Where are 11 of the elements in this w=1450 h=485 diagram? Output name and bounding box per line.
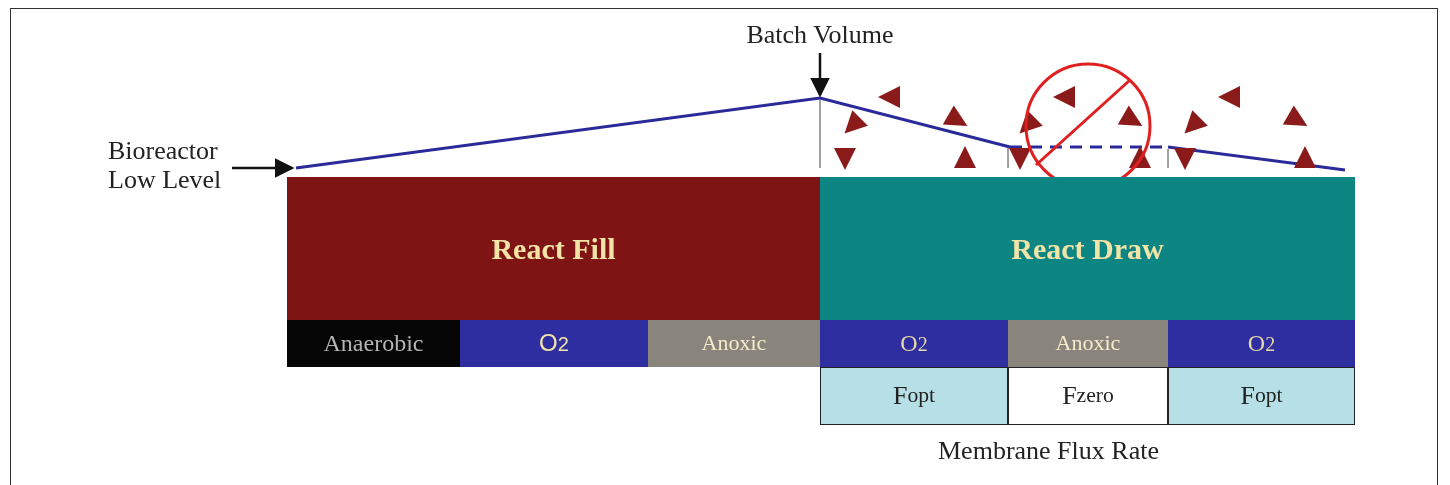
condition-cell: Anoxic [1008, 320, 1168, 367]
arrow [232, 158, 295, 178]
level-label: Bioreactor Low Level [108, 135, 230, 197]
arrow [810, 53, 830, 98]
level-label: Batch Volume [705, 18, 935, 52]
phase-block: React Fill [287, 177, 820, 320]
axis-caption: Membrane Flux Rate [938, 436, 1159, 466]
condition-cell: Anaerobic [287, 320, 460, 367]
condition-cell: Anoxic [648, 320, 820, 367]
level-profile-line [295, 96, 1346, 172]
phase-block: React Draw [820, 177, 1355, 320]
